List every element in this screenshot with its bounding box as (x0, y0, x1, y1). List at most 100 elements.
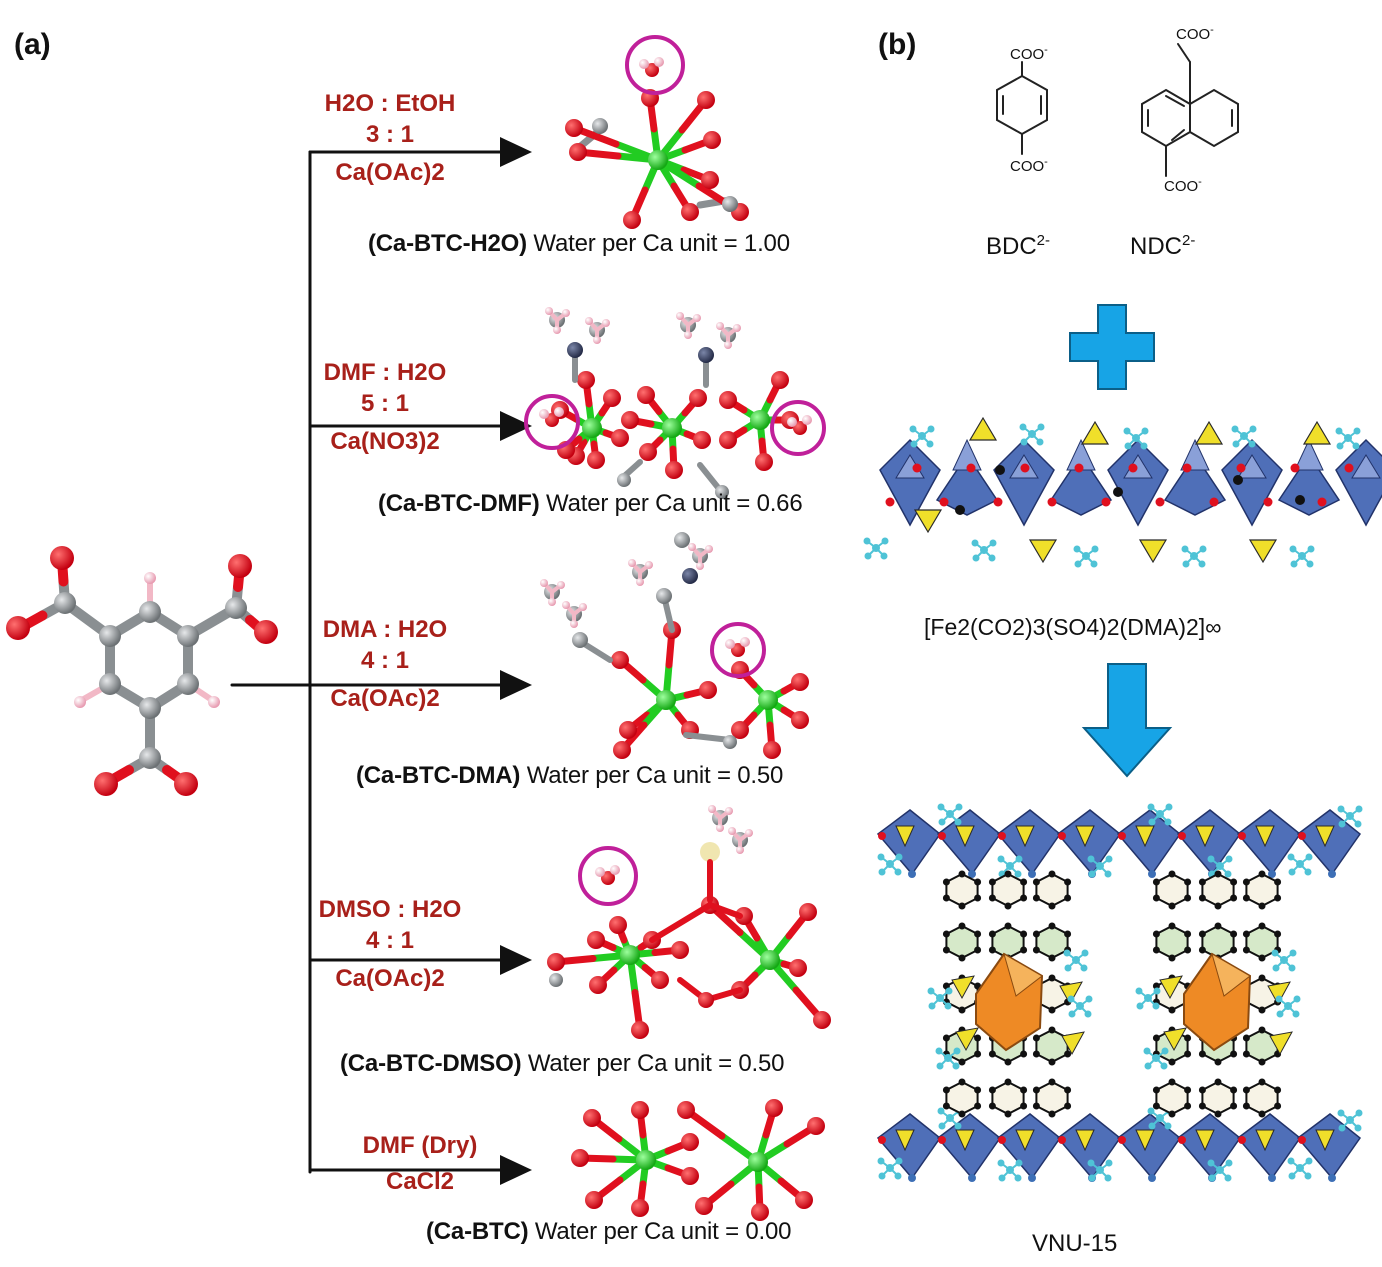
oxygen-atom (771, 371, 789, 389)
oxygen-atom (813, 1011, 831, 1029)
framework-name: VNU-15 (1032, 1230, 1118, 1257)
dma-atom (909, 425, 917, 433)
framework-atom (1268, 1174, 1276, 1182)
hydrogen-atom (562, 601, 570, 609)
oxygen-atom (94, 772, 118, 796)
oxygen-atom (571, 1149, 589, 1167)
dma-atom (1353, 427, 1361, 435)
carbon-atom (1198, 930, 1206, 938)
oxygen-atom (938, 1136, 946, 1144)
carbon-atom (1230, 1086, 1238, 1094)
aromatic-linker-ring (1245, 1028, 1279, 1064)
oxygen-atom (719, 391, 737, 409)
dma-atom (1153, 987, 1161, 995)
carbon-atom (722, 196, 738, 212)
carbon-atom (974, 1050, 982, 1058)
dma-atom (1152, 1002, 1160, 1010)
carbon-atom (988, 946, 996, 954)
carbon-atom (1258, 954, 1266, 962)
framework-atom (968, 870, 976, 878)
carbon-atom (958, 1058, 966, 1066)
oxygen-atom (1182, 463, 1192, 473)
dma-atom (1085, 995, 1093, 1003)
dma-atom (1304, 1172, 1312, 1180)
carbon-atom (549, 973, 563, 987)
aromatic-linker-ring (991, 1080, 1025, 1116)
dma-atom (953, 1047, 961, 1055)
carbon-atom (1242, 930, 1250, 938)
carbon-atom (958, 954, 966, 962)
oxygen-atom (174, 772, 198, 796)
nitrogen-atom (682, 568, 698, 584)
sulfate-tetrahedron (913, 509, 943, 534)
fe-octahedron (879, 438, 941, 527)
carbon-atom (988, 930, 996, 938)
carbon-atom (1242, 946, 1250, 954)
carbon-atom (1230, 946, 1238, 954)
dma-atom (1355, 1109, 1363, 1117)
dma-atom (936, 1062, 944, 1070)
bdc-ring (996, 74, 1048, 136)
dma-atom (878, 1172, 886, 1180)
route-5-water: Water per Ca unit = 0.00 (534, 1218, 792, 1245)
carbon-atom (1258, 902, 1266, 910)
dma-atom (1293, 995, 1301, 1003)
dma-atom (1287, 1157, 1295, 1165)
carbon-atom (225, 597, 247, 619)
dma-atom (955, 803, 963, 811)
dma-atom (928, 1002, 936, 1010)
hydrogen-atom (736, 846, 744, 854)
fe-octahedron (1116, 1113, 1182, 1180)
carbon-atom (1032, 930, 1040, 938)
sulfate-tetrahedron (1195, 1129, 1215, 1152)
oxygen-atom (587, 451, 605, 469)
carbon-atom (942, 1086, 950, 1094)
oxygen-atom (1263, 497, 1273, 507)
dma-atom (1104, 1174, 1112, 1182)
route-5-conditions: DMF (Dry) CaCl2 (330, 1128, 510, 1200)
sulfate-tetrahedron (951, 975, 975, 1000)
octahedron-face (1294, 438, 1324, 471)
dma-atom (1037, 423, 1045, 431)
oxygen-atom (671, 941, 689, 959)
carbon-atom (942, 1034, 950, 1042)
dma-atom (880, 552, 888, 560)
carbon-atom (1020, 894, 1028, 902)
calcium-atom (582, 418, 602, 438)
oxygen-atom (1058, 832, 1066, 840)
calcium-atom (760, 950, 780, 970)
dma-atom (1208, 1174, 1216, 1182)
carbon-atom (1168, 1078, 1176, 1086)
sulfate-tetrahedron (895, 825, 915, 848)
oxygen-atom (569, 143, 587, 161)
oxygen-atom (631, 1199, 649, 1217)
hydrogen-atom (570, 620, 578, 628)
oxygen-atom (695, 1197, 713, 1215)
calcium-atom (620, 945, 640, 965)
oxygen-atom (603, 389, 621, 407)
hydrogen-atom (548, 598, 556, 606)
oxygen-atom (719, 431, 737, 449)
carbon-atom (1258, 1110, 1266, 1118)
dma-atom (1352, 442, 1360, 450)
oxygen-atom (731, 721, 749, 739)
carbon-atom (974, 1102, 982, 1110)
oxygen-atom (1298, 1136, 1306, 1144)
hydrogen-atom (585, 317, 593, 325)
framework-atom (968, 1174, 976, 1182)
dma-atom (972, 554, 980, 562)
carbon-atom (1168, 870, 1176, 878)
dma-atom (1147, 803, 1155, 811)
ndc-bottom-carboxylate: COO- (1164, 176, 1202, 195)
chain-formula: [Fe2(CO2)3(SO4)2(DMA)2]∞ (924, 614, 1222, 640)
fe-octahedron (1176, 809, 1242, 876)
oxygen-atom (763, 741, 781, 759)
carbon-atom (955, 505, 965, 515)
dma-atom (1288, 964, 1296, 972)
carbon-atom (1184, 1102, 1192, 1110)
carbon-atom (1198, 878, 1206, 886)
carbon-atom (1184, 946, 1192, 954)
hydrogen-atom (693, 314, 701, 322)
dma-atom (1088, 870, 1096, 878)
carbon-atom (1020, 1050, 1028, 1058)
